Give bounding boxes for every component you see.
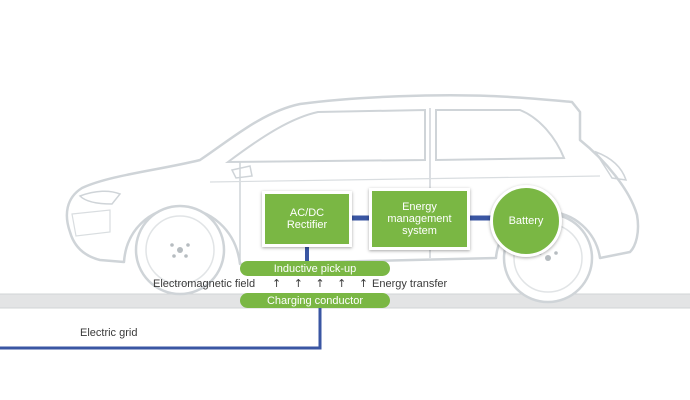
car-rear-window — [435, 109, 566, 162]
charging-conductor-bar: Charging conductor — [240, 293, 390, 308]
car-headlight — [78, 190, 122, 205]
battery-circle: Battery — [490, 185, 562, 257]
inductive-pickup-bar: Inductive pick-up — [240, 261, 390, 276]
energy-management-system-box: Energy management system — [369, 188, 470, 250]
electromagnetic-field-label: Electromagnetic field — [153, 278, 256, 290]
electric-grid-wire — [0, 306, 322, 350]
front-wheel — [134, 204, 226, 296]
electric-grid-label: Electric grid — [80, 327, 138, 339]
ac-dc-rectifier-box: AC/DC Rectifier — [262, 191, 352, 247]
car-belt-line — [209, 175, 601, 183]
energy-transfer-label: Energy transfer — [372, 278, 448, 290]
car-taillight — [594, 150, 628, 181]
field-arrows: ↑ ↑ ↑ ↑ ↑ — [272, 277, 369, 290]
car-side-mirror — [230, 165, 253, 179]
car-windows — [224, 108, 426, 164]
car-grille — [71, 209, 111, 237]
